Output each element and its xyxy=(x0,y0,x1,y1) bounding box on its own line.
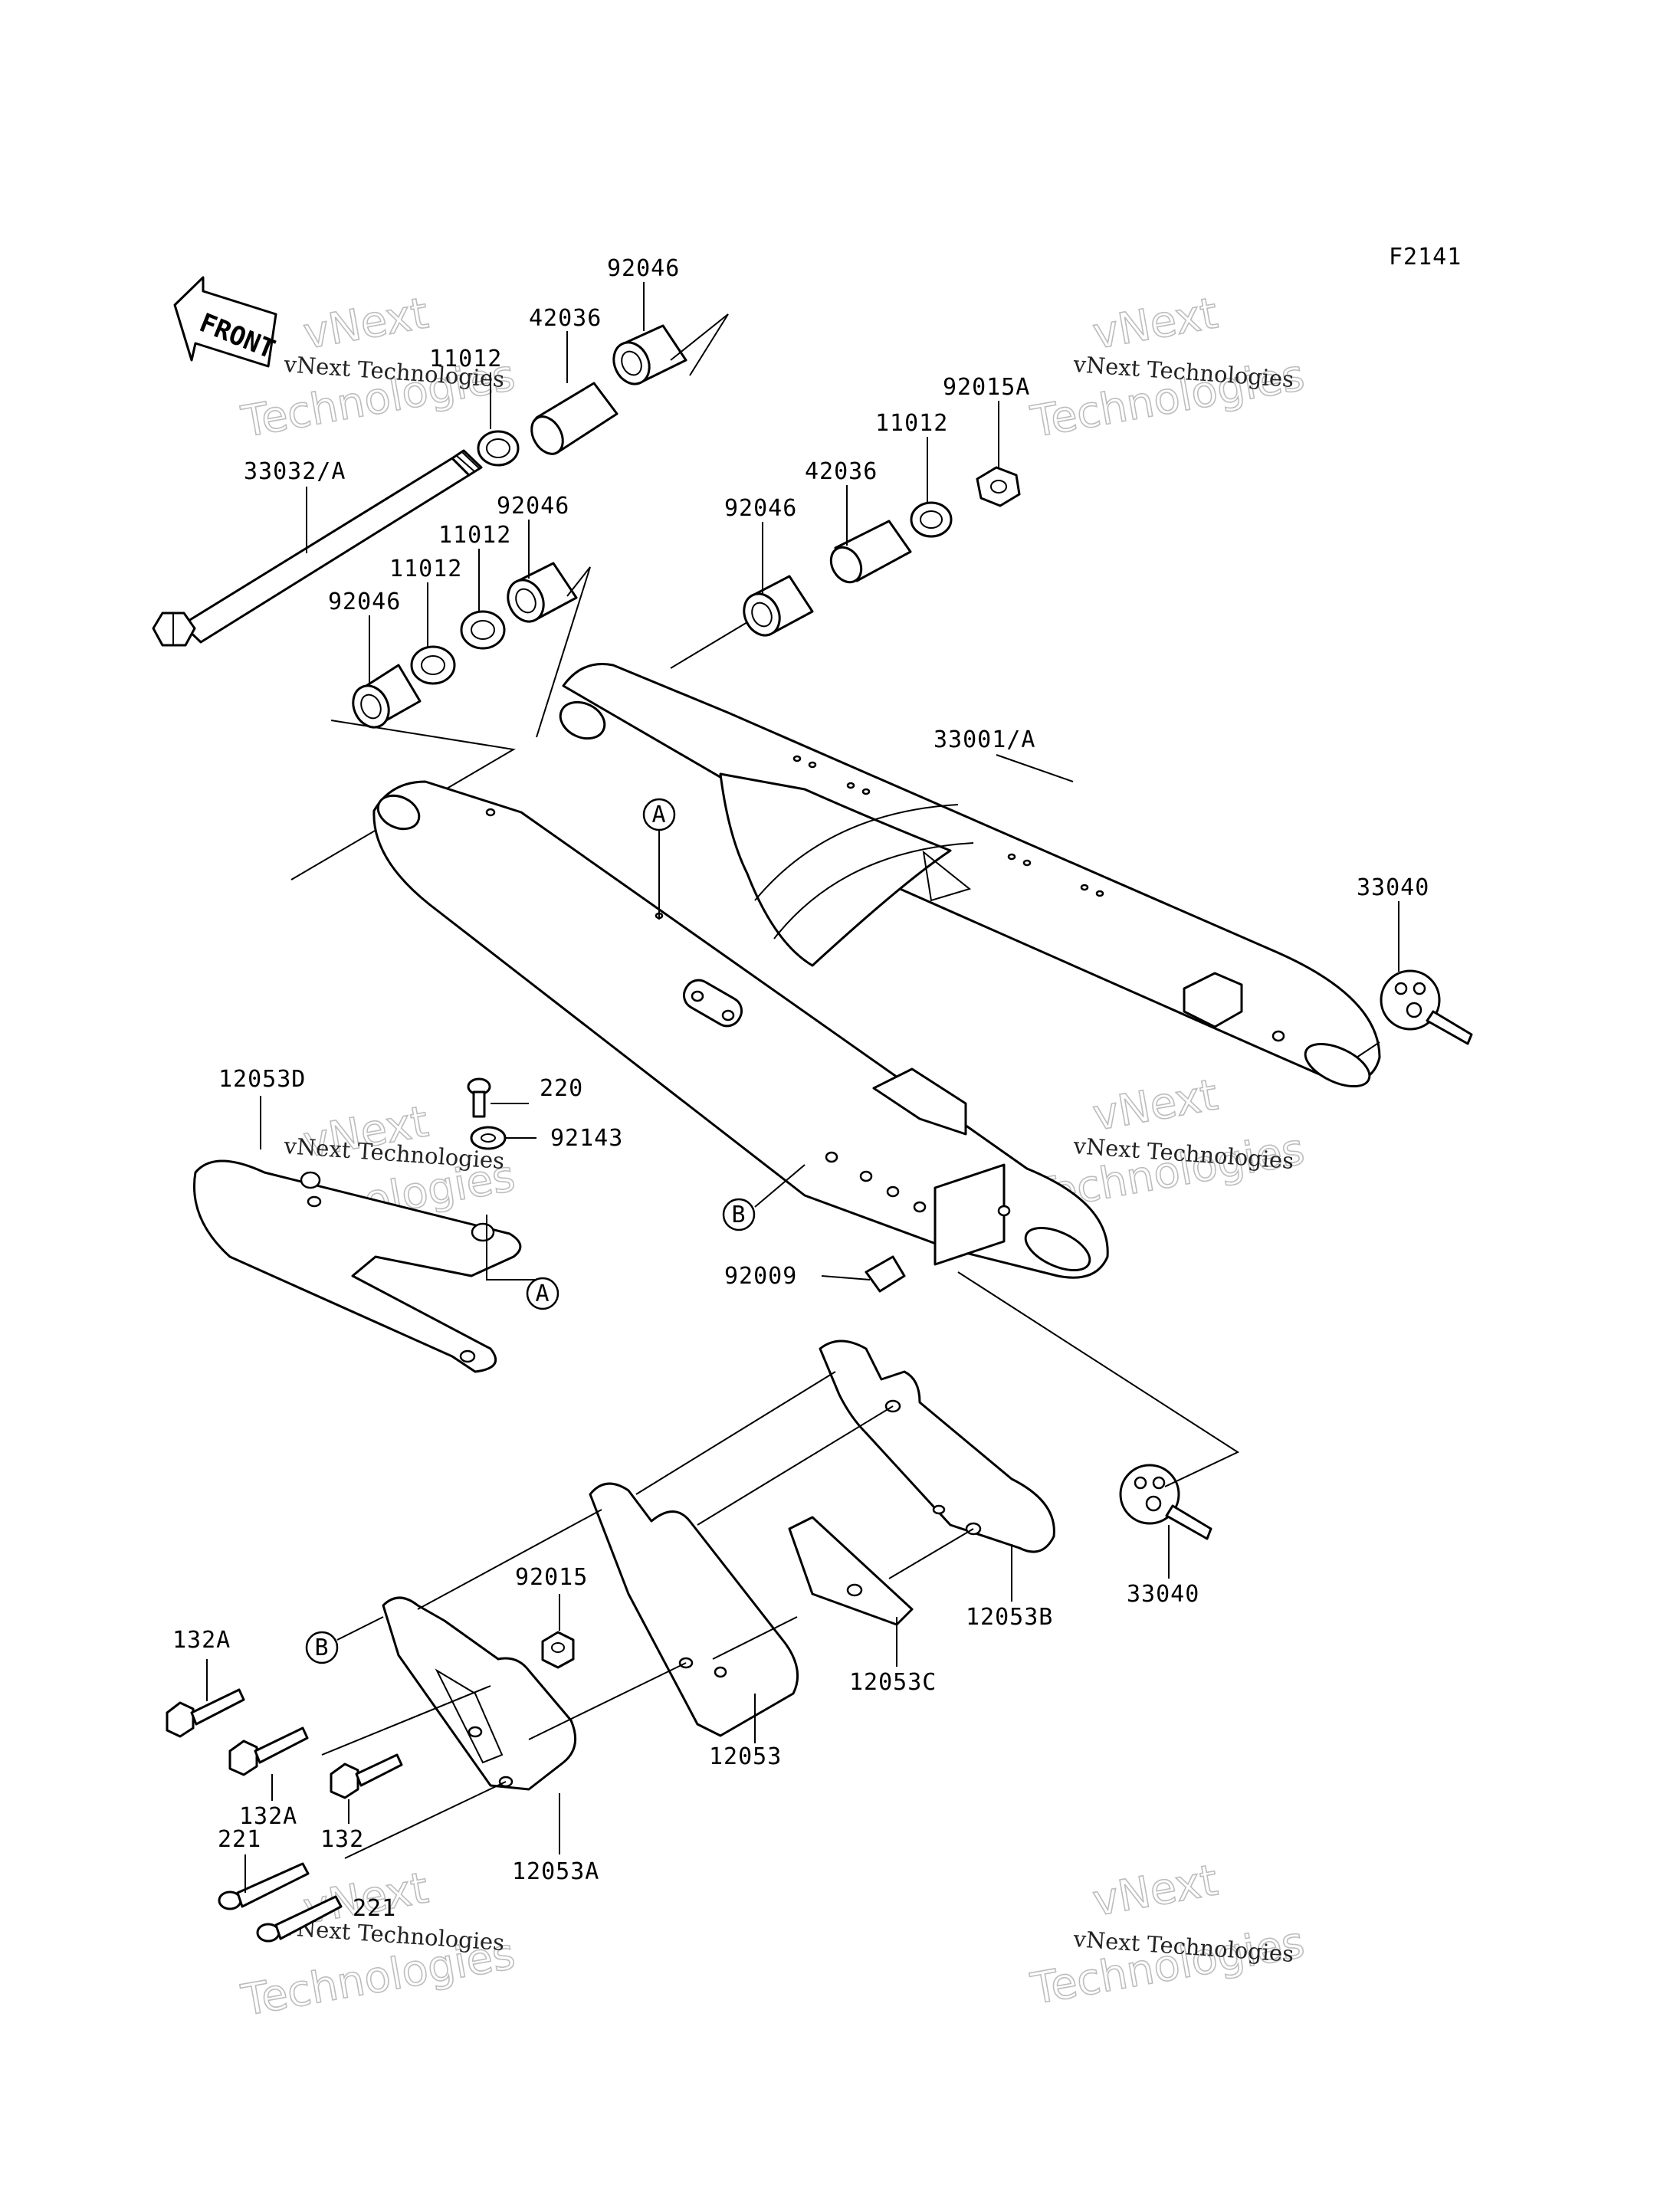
bearing-92046-top xyxy=(612,324,687,385)
chain-guide-12053A xyxy=(382,1596,577,1791)
bearing-92046-right xyxy=(743,575,814,637)
front-arrow-icon: FRONT xyxy=(173,276,280,368)
leader-guide-1 xyxy=(635,1371,836,1495)
watermark-top-right: vNext Technologies vNext Technologies xyxy=(1026,288,1308,448)
chain-guide-12053C xyxy=(788,1516,914,1626)
ref-marker-A-swingarm: A xyxy=(642,798,676,831)
chain-guide-12053B xyxy=(819,1340,1055,1553)
callout-132: 132 xyxy=(320,1826,364,1853)
leader-33040-bottom xyxy=(957,1271,1240,1487)
leader-33040-top xyxy=(1356,1041,1380,1058)
leader-B-guide xyxy=(336,1616,384,1641)
callout-221: 221 xyxy=(218,1826,261,1853)
callout-42036: 42036 xyxy=(805,458,878,485)
leader-B-swingarm xyxy=(754,1164,806,1208)
watermark-bottom-right: vNext Technologies vNext Technologies xyxy=(1026,1855,1308,2015)
chain-adjuster-33040-top xyxy=(1380,969,1473,1045)
ref-marker-A-slider: A xyxy=(526,1277,559,1310)
callout-221: 221 xyxy=(353,1895,396,1922)
swingarm xyxy=(372,663,1381,1279)
screw-221-top xyxy=(218,1862,310,1910)
watermark-top-left: vNext Technologies vNext Technologies xyxy=(237,288,519,448)
callout-12053A: 12053A xyxy=(512,1858,599,1885)
leader-wedge-top xyxy=(670,313,729,376)
callout-33001-A: 33001/A xyxy=(934,726,1035,753)
callout-11012: 11012 xyxy=(429,346,502,372)
chain-adjuster-33040-bottom xyxy=(1119,1464,1212,1540)
bolt-132A-top xyxy=(166,1688,245,1738)
callout-33032-A: 33032/A xyxy=(244,458,346,485)
leader-guide-6 xyxy=(712,1616,798,1660)
callout-92143: 92143 xyxy=(550,1125,623,1152)
leader-right-stack xyxy=(670,621,748,669)
leader-guide-5 xyxy=(528,1662,687,1740)
callout-12053: 12053 xyxy=(709,1743,782,1770)
callout-132A: 132A xyxy=(239,1803,297,1830)
seal-11012-left xyxy=(410,645,456,685)
leader-guide-8 xyxy=(344,1781,507,1859)
leader-wedge-left xyxy=(290,720,516,880)
bearing-92046-left xyxy=(352,664,422,729)
svg-text:A: A xyxy=(535,1280,550,1307)
ref-marker-B-guide: B xyxy=(305,1631,339,1664)
leader-guide-3 xyxy=(888,1528,974,1579)
callout-12053D: 12053D xyxy=(218,1066,306,1093)
callout-12053C: 12053C xyxy=(849,1669,937,1696)
screw-221-bottom xyxy=(256,1895,343,1943)
washer-92143 xyxy=(470,1126,507,1150)
leader-92009 xyxy=(821,1275,871,1280)
bolt-132A-bottom xyxy=(228,1726,309,1776)
bearing-92046-mid xyxy=(507,562,578,623)
leader-guide-4 xyxy=(417,1509,602,1610)
callout-92015: 92015 xyxy=(515,1564,588,1591)
callout-92009: 92009 xyxy=(724,1263,797,1290)
nut-92015A xyxy=(976,466,1021,507)
callout-12053B: 12053B xyxy=(966,1604,1053,1631)
seal-11012-top xyxy=(477,430,520,467)
leader-A-slider xyxy=(486,1215,544,1280)
bolt-132 xyxy=(330,1753,403,1799)
stud-92009 xyxy=(865,1255,906,1293)
svg-text:vNext: vNext xyxy=(1089,1855,1221,1926)
callout-42036: 42036 xyxy=(529,305,602,332)
callout-11012: 11012 xyxy=(438,522,511,549)
seal-11012-right xyxy=(910,501,953,538)
svg-text:vNext: vNext xyxy=(300,288,431,359)
callout-92046: 92046 xyxy=(724,495,797,522)
collar-42036-top xyxy=(530,382,619,455)
screw-220 xyxy=(467,1077,491,1118)
chain-guide-12053 xyxy=(589,1482,799,1737)
callout-11012: 11012 xyxy=(875,410,948,437)
callout-11012: 11012 xyxy=(389,556,462,582)
pivot-shaft xyxy=(152,449,483,647)
callout-92015A: 92015A xyxy=(943,374,1030,401)
svg-text:B: B xyxy=(314,1635,329,1661)
svg-text:A: A xyxy=(651,802,666,828)
svg-text:B: B xyxy=(731,1202,746,1228)
leader-guide-7 xyxy=(321,1685,491,1756)
leader-33001 xyxy=(996,754,1074,782)
callout-33040: 33040 xyxy=(1357,874,1429,901)
callout-92046: 92046 xyxy=(497,493,569,520)
callout-92046: 92046 xyxy=(328,589,401,615)
svg-text:vNext: vNext xyxy=(1089,288,1221,359)
leader-guide-2 xyxy=(697,1405,894,1526)
collar-42036-right xyxy=(829,520,912,584)
callout-92046: 92046 xyxy=(607,255,680,282)
figure-code: F2141 xyxy=(1389,244,1462,271)
leader-wedge-mid xyxy=(536,566,591,738)
callout-132A: 132A xyxy=(172,1627,231,1654)
ref-marker-B-swingarm: B xyxy=(722,1198,756,1231)
callout-220: 220 xyxy=(540,1075,583,1102)
svg-text:vNext: vNext xyxy=(1089,1070,1221,1140)
seal-11012-mid xyxy=(460,610,506,650)
nut-92015 xyxy=(541,1631,575,1669)
callout-33040: 33040 xyxy=(1127,1581,1199,1608)
chain-slider-12053D xyxy=(192,1159,522,1373)
